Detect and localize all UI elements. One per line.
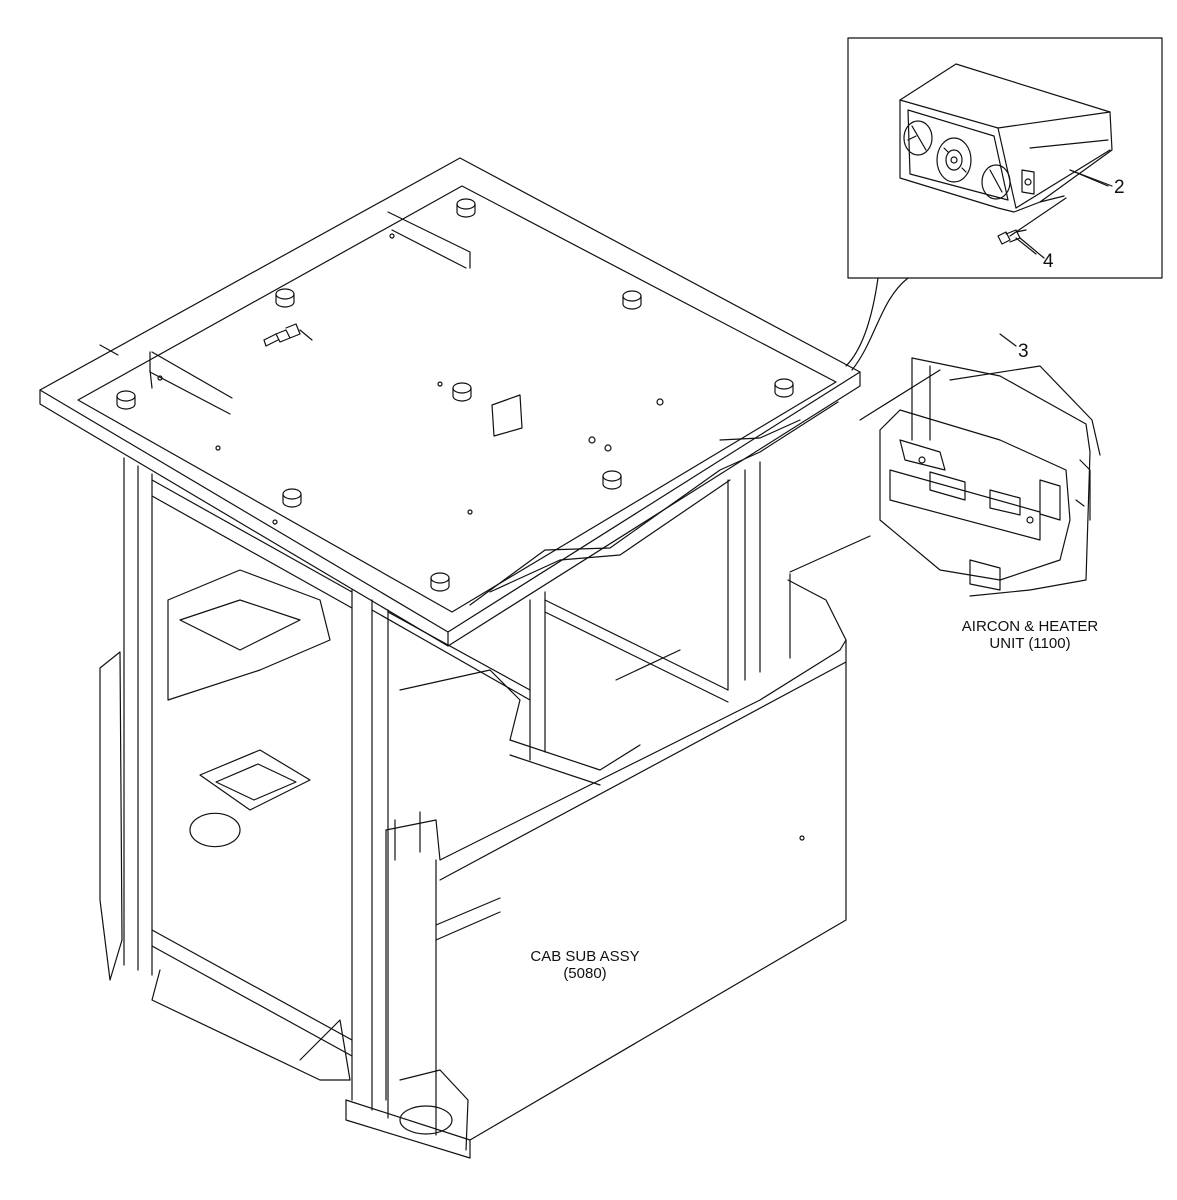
screw-part-4 [997,197,1067,255]
cab-roof [39,157,861,647]
roof-mounts [116,198,794,592]
detail-inset [845,37,1163,371]
cab-lower-body [99,573,847,1159]
aircon-heater-unit [879,357,1101,597]
cab-sub-assy-label: CAB SUB ASSY (5080) [510,948,660,982]
aircon-label-line2: UNIT (1100) [989,635,1071,652]
callout-leaders [999,169,1113,347]
callout-2: 2 [1114,177,1125,198]
callout-4: 4 [1043,251,1054,272]
control-panel-part-2 [899,63,1113,213]
cab-frame [123,457,761,1119]
leader-lines [789,369,941,573]
cab-label-line2: (5080) [563,965,607,982]
bolt-part-3 [263,323,313,347]
callout-3: 3 [1018,341,1029,362]
aircon-heater-label: AIRCON & HEATER UNIT (1100) [945,618,1115,652]
cab-label-line1: CAB SUB ASSY [530,948,640,965]
aircon-label-line1: AIRCON & HEATER [961,618,1099,635]
